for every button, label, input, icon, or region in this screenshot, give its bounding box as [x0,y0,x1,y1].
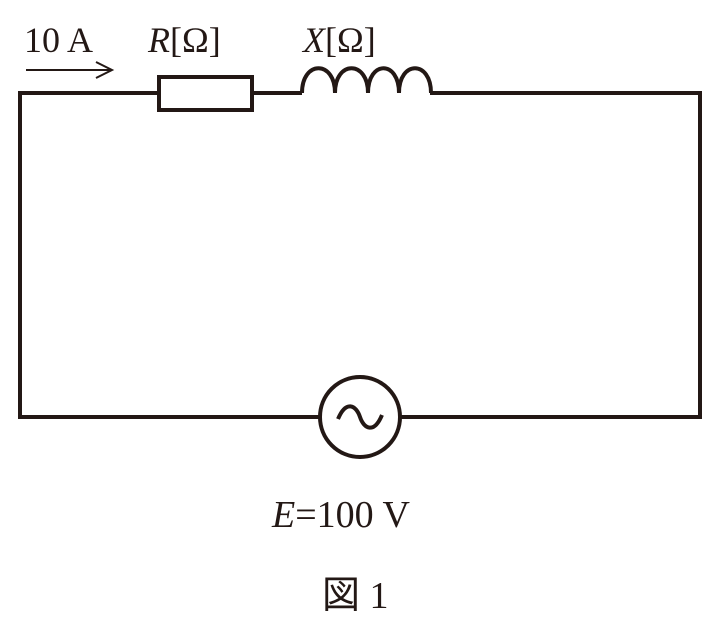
source-label: E=100 V [271,494,410,536]
current-label: 10 A [24,20,93,60]
current-arrow [26,61,115,79]
resistor [157,75,254,112]
reactance-label: X[Ω] [301,20,376,60]
inductor [300,66,433,94]
figure-caption: 図 1 [322,575,389,617]
ac-sine-icon [336,404,384,430]
wire-left-top [18,91,320,419]
ac-source [318,375,402,459]
resistor-label: R[Ω] [147,20,221,60]
wire-right [400,91,702,419]
